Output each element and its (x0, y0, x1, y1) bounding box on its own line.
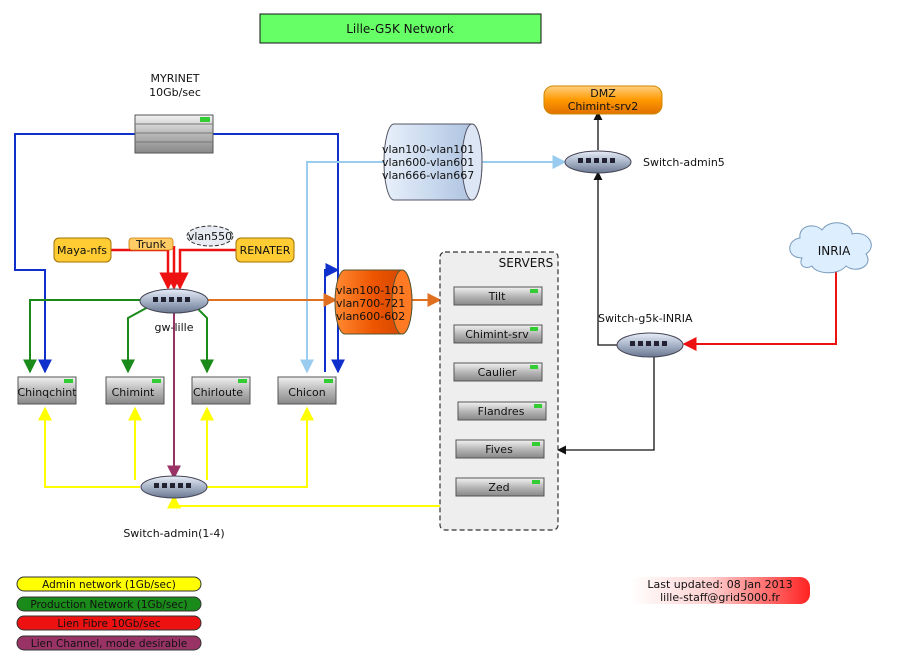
title-box: Lille-G5K Network (259, 13, 542, 44)
server-caulier: Caulier (453, 362, 543, 382)
renater-node: RENATER (235, 237, 295, 263)
cluster-chicon: Chicon (277, 376, 337, 405)
servers-group: SERVERS Tilt Chimint-srv Caulier Flandre… (439, 251, 559, 531)
server-fives: Fives (455, 439, 545, 459)
trunk-label: Trunk (135, 238, 167, 251)
gw-lille-label: gw-lille (155, 321, 194, 334)
server-label: Flandres (478, 405, 525, 418)
dmz-node: DMZ Chimint-srv2 (543, 85, 663, 115)
admin-link-servers (167, 494, 440, 509)
legend-channel: Lien Channel, mode desirable (16, 635, 202, 651)
cluster-label: Chinqchint (17, 386, 77, 399)
dmz-server: Chimint-srv2 (568, 100, 639, 113)
server-label: Chimint-srv (465, 328, 529, 341)
cluster-label: Chimint (112, 386, 155, 399)
vlan-prod-2: vlan700-721 (336, 297, 405, 310)
myrinet-link-chicon-side (324, 263, 340, 372)
fibre-link-inria (682, 268, 837, 351)
switch-admin5: Switch-admin5 (564, 150, 725, 174)
switch-admin14-label: Switch-admin(1-4) (123, 527, 224, 540)
cluster-chimint: Chimint (105, 376, 165, 405)
legend-admin: Admin network (1Gb/sec) (16, 576, 202, 592)
vlan-prod-3: vlan600-602 (336, 310, 405, 323)
vlan-prod-cylinder: vlan100-101 vlan700-721 vlan600-602 (334, 269, 413, 335)
server-tilt: Tilt (453, 286, 543, 306)
inria-cloud: INRIA (789, 222, 872, 274)
diagram-title: Lille-G5K Network (346, 22, 454, 36)
vlan-admin-2: vlan600-vlan601 (382, 156, 474, 169)
myrinet-label: MYRINET (151, 72, 200, 85)
switch-inria-label: Switch-g5k-INRIA (598, 312, 693, 325)
prod-link-chimint (121, 305, 151, 374)
maya-nfs-node: Maya-nfs (53, 237, 112, 263)
legend-fibre: Lien Fibre 10Gb/sec (16, 615, 202, 631)
vlan-admin-link-chicon (300, 161, 385, 374)
server-label: Tilt (488, 290, 506, 303)
link-inria-servers (557, 356, 655, 455)
server-label: Caulier (478, 366, 517, 379)
myrinet-link-chinqchint (14, 133, 135, 374)
inria-label: INRIA (818, 244, 851, 258)
legend-label: Lien Fibre 10Gb/sec (57, 618, 161, 630)
cluster-chirloute: Chirloute (191, 376, 251, 405)
legend-label: Production Network (1Gb/sec) (30, 599, 187, 611)
legend-label: Admin network (1Gb/sec) (42, 579, 176, 591)
vlan550-label: vlan550 (188, 230, 232, 243)
trunk-badge: Trunk (128, 237, 174, 251)
updated-date: Last updated: 08 Jan 2013 (647, 578, 792, 591)
prod-link-chinqchint (23, 299, 140, 374)
server-label: Fives (485, 443, 513, 456)
cluster-label: Chicon (288, 386, 325, 399)
server-zed: Zed (455, 477, 545, 497)
vlan550-tag: vlan550 (186, 225, 234, 247)
legend-production: Production Network (1Gb/sec) (16, 596, 202, 612)
gw-lille-router: gw-lille (139, 288, 209, 334)
servers-title: SERVERS (499, 256, 554, 270)
server-flandres: Flandres (457, 401, 547, 421)
maya-label: Maya-nfs (57, 244, 107, 257)
vlan-admin-3: vlan666-vlan667 (382, 169, 474, 182)
server-label: Zed (488, 481, 509, 494)
switch-admin5-label: Switch-admin5 (643, 156, 725, 169)
prod-link-chirloute (194, 305, 214, 374)
legend: Admin network (1Gb/sec) Production Netwo… (16, 576, 202, 651)
connections (14, 111, 837, 509)
cluster-chinqchint: Chinqchint (17, 376, 77, 405)
myrinet-switch: MYRINET 10Gb/sec (134, 72, 214, 154)
vlan-admin-cylinder: vlan100-vlan101 vlan600-vlan601 vlan666-… (382, 123, 483, 201)
fibre-link-renater (171, 248, 236, 290)
vlan-admin-1: vlan100-vlan101 (382, 143, 474, 156)
server-chimint-srv: Chimint-srv (453, 324, 543, 344)
dmz-label: DMZ (590, 87, 616, 100)
fibre-link-maya (110, 248, 177, 290)
renater-label: RENATER (240, 244, 291, 257)
myrinet-speed: 10Gb/sec (149, 86, 201, 99)
admin-link-chinqchint (38, 406, 140, 488)
updated-contact: lille-staff@grid5000.fr (660, 591, 780, 604)
last-updated-badge: Last updated: 08 Jan 2013 lille-staff@gr… (630, 577, 810, 604)
switch-admin14: Switch-admin(1-4) (123, 475, 225, 540)
switch-g5k-inria: Switch-g5k-INRIA (598, 312, 693, 358)
cluster-label: Chirloute (193, 386, 243, 399)
admin-link-chicon (207, 406, 314, 488)
vlan-prod-1: vlan100-101 (336, 284, 405, 297)
legend-label: Lien Channel, mode desirable (31, 638, 187, 650)
